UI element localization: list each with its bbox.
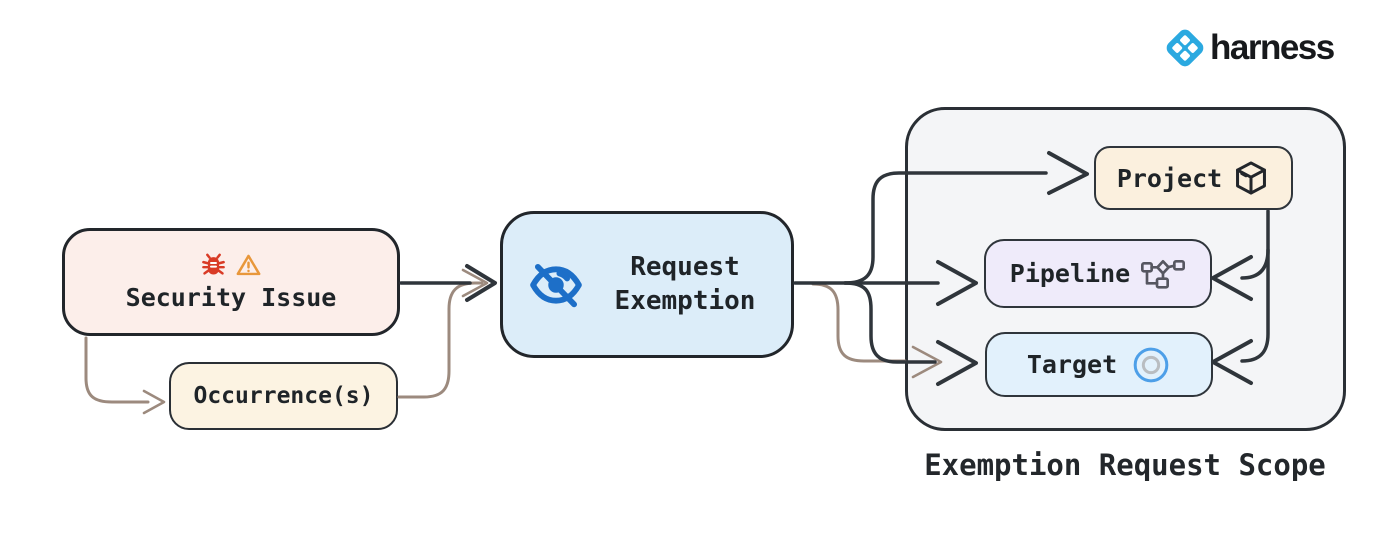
harness-logo: harness [1163,26,1335,70]
harness-logo-text: harness [1210,28,1335,67]
harness-logo-icon [1166,29,1204,67]
occurrences-label: Occurrence(s) [193,383,374,409]
target-label: Target [1026,350,1118,379]
node-security-issue: Security Issue [62,228,400,336]
scope-label: Exemption Request Scope [924,448,1326,482]
security-issue-icons [200,252,262,279]
security-issue-label: Security Issue [125,283,337,312]
eye-off-icon [529,263,582,307]
edge-occurrences-to-exemption-arrowhead [461,268,489,298]
request-exemption-label: Request Exemption [614,251,756,316]
project-label: Project [1116,163,1223,193]
bug-icon [202,253,225,275]
node-target: Target [985,332,1213,397]
edge-security-to-occurrences-arrowhead [142,389,166,415]
warning-icon [236,254,261,276]
pipeline-label: Pipeline [1009,259,1131,288]
target-icon [1133,347,1169,382]
edge-security-to-exemption-arrowhead [465,264,497,302]
node-occurrences: Occurrence(s) [169,362,398,430]
edge-occurrences-to-exemption [397,281,484,399]
node-request-exemption: Request Exemption [500,211,794,358]
package-icon [1236,161,1267,195]
workflow-icon [1141,259,1186,289]
node-pipeline: Pipeline [984,239,1212,308]
node-project: Project [1094,146,1293,210]
edge-occurrences-to-target [811,282,907,363]
edge-security-to-occurrences [84,336,150,404]
